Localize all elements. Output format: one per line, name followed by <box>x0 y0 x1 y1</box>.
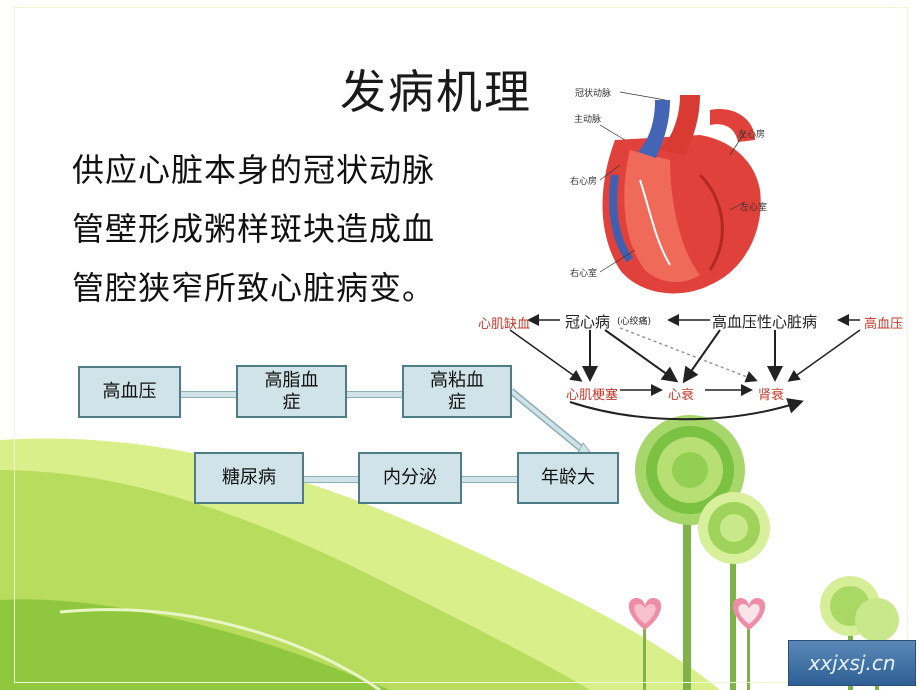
flow-diagram-arrows <box>509 314 861 421</box>
connector-1 <box>179 391 239 398</box>
factor-age: 年龄大 <box>517 452 619 504</box>
green-hill-front <box>0 599 390 690</box>
heart-label-left-ventricle: 左心室 <box>740 203 768 213</box>
slide-frame <box>14 7 908 683</box>
factor-hyperlipidemia-label: 高脂血 症 <box>264 369 319 413</box>
factor-diabetes: 糖尿病 <box>194 452 304 504</box>
tree-large <box>635 415 745 690</box>
factor-age-label: 年龄大 <box>541 467 595 488</box>
flow-heart-failure: 心衰 <box>668 388 695 403</box>
heart-label-coronary: 冠状动脉 <box>575 89 612 99</box>
flow-renal-failure: 肾衰 <box>758 388 785 403</box>
connector-4 <box>460 476 520 483</box>
heart-label-aorta: 主动脉 <box>574 115 602 125</box>
connector-2 <box>345 391 405 398</box>
factor-diabetes-label: 糖尿病 <box>222 467 276 488</box>
factor-hyperviscosity-label: 高粘血 症 <box>430 369 484 413</box>
factor-hyperlipidemia: 高脂血 症 <box>236 365 347 418</box>
factor-hyperviscosity: 高粘血 症 <box>402 365 512 418</box>
connector-3 <box>302 476 362 483</box>
body-line-3: 管腔狭窄所致心脏病变。 <box>72 269 436 307</box>
flow-mi: 心肌梗塞 <box>566 388 619 403</box>
flow-chd: 冠心病 <box>565 313 611 331</box>
slide-title: 发病机理 <box>340 65 532 119</box>
heart-label-left-atrium: 左心房 <box>738 130 766 140</box>
factor-endocrine: 内分泌 <box>358 452 462 504</box>
body-line-1: 供应心脏本身的冠状动脉 <box>72 151 436 189</box>
heart-label-right-atrium: 右心房 <box>570 177 598 187</box>
factor-hypertension: 高血压 <box>78 366 181 418</box>
site-watermark: xxjxsj.cn <box>788 640 916 686</box>
green-swoosh <box>59 608 381 690</box>
body-line-2: 管壁形成粥样斑块造成血 <box>72 210 436 248</box>
flow-angina: (心绞痛) <box>617 317 652 327</box>
heart-label-right-ventricle: 右心室 <box>570 269 598 279</box>
factor-hypertension-label: 高血压 <box>102 381 157 402</box>
flow-myocardial-ischemia: 心肌缺血 <box>478 317 531 332</box>
heart-flower-left <box>628 598 662 690</box>
heart-flower-right <box>732 598 766 690</box>
tree-small <box>698 492 770 690</box>
heart-anatomy-image <box>560 80 800 305</box>
factor-endocrine-label: 内分泌 <box>383 467 437 488</box>
flow-hypertension: 高血压 <box>864 317 904 332</box>
flow-hypertensive-heart: 高血压性心脏病 <box>712 313 818 331</box>
